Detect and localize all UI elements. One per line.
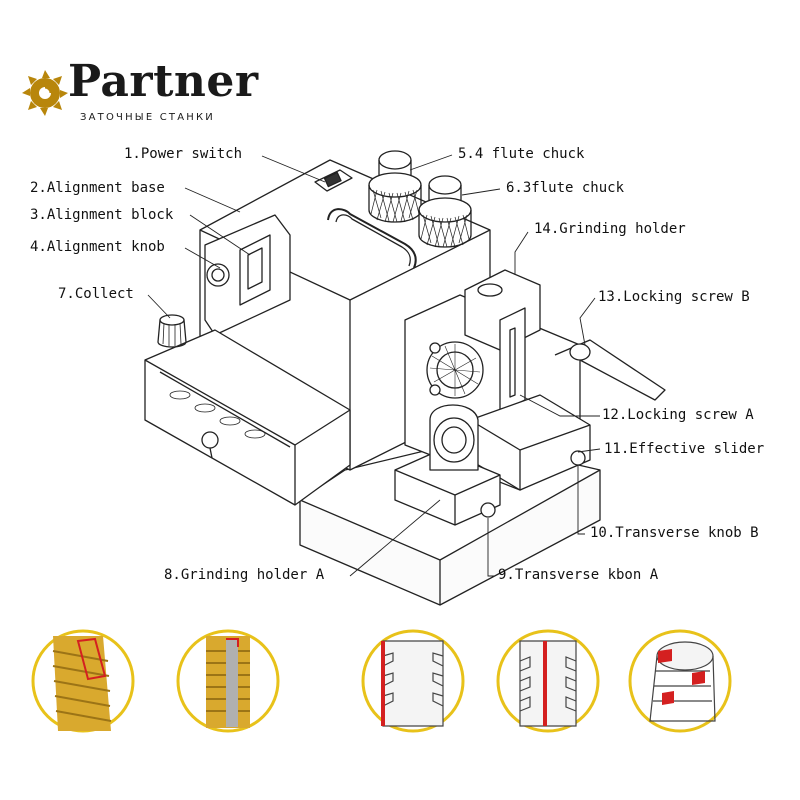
brand-subtitle: ЗАТОЧНЫЕ СТАНКИ [80, 112, 215, 123]
label-three-flute-chuck: 6.3flute chuck [506, 180, 625, 196]
brand-logo: Partner ЗАТОЧНЫЕ СТАНКИ [20, 56, 290, 132]
brand-name: Partner [68, 56, 259, 107]
label-effective-slider: 11.Effective slider [604, 441, 765, 457]
label-alignment-base: 2.Alignment base [30, 180, 165, 196]
label-transverse-knob-a: 9.Transverse kbon A [498, 567, 659, 583]
label-alignment-knob: 4.Alignment knob [30, 239, 165, 255]
label-locking-screw-a: 12.Locking screw A [602, 407, 754, 423]
leader-power-switch [261, 155, 326, 183]
label-grinding-holder-a: 8.Grinding holder A [164, 567, 325, 583]
saw-blade-icon [22, 70, 68, 116]
label-grinding-holder: 14.Grinding holder [534, 221, 686, 237]
label-transverse-knob-b: 10.Transverse knob B [590, 525, 759, 541]
label-alignment-block: 3.Alignment block [30, 207, 174, 223]
label-locking-screw-b: 13.Locking screw B [598, 289, 750, 305]
label-four-flute-chuck: 5.4 flute chuck [458, 146, 585, 162]
label-collect: 7.Collect [58, 286, 134, 302]
samples-row [31, 629, 732, 733]
label-power-switch: 1.Power switch [124, 146, 243, 162]
